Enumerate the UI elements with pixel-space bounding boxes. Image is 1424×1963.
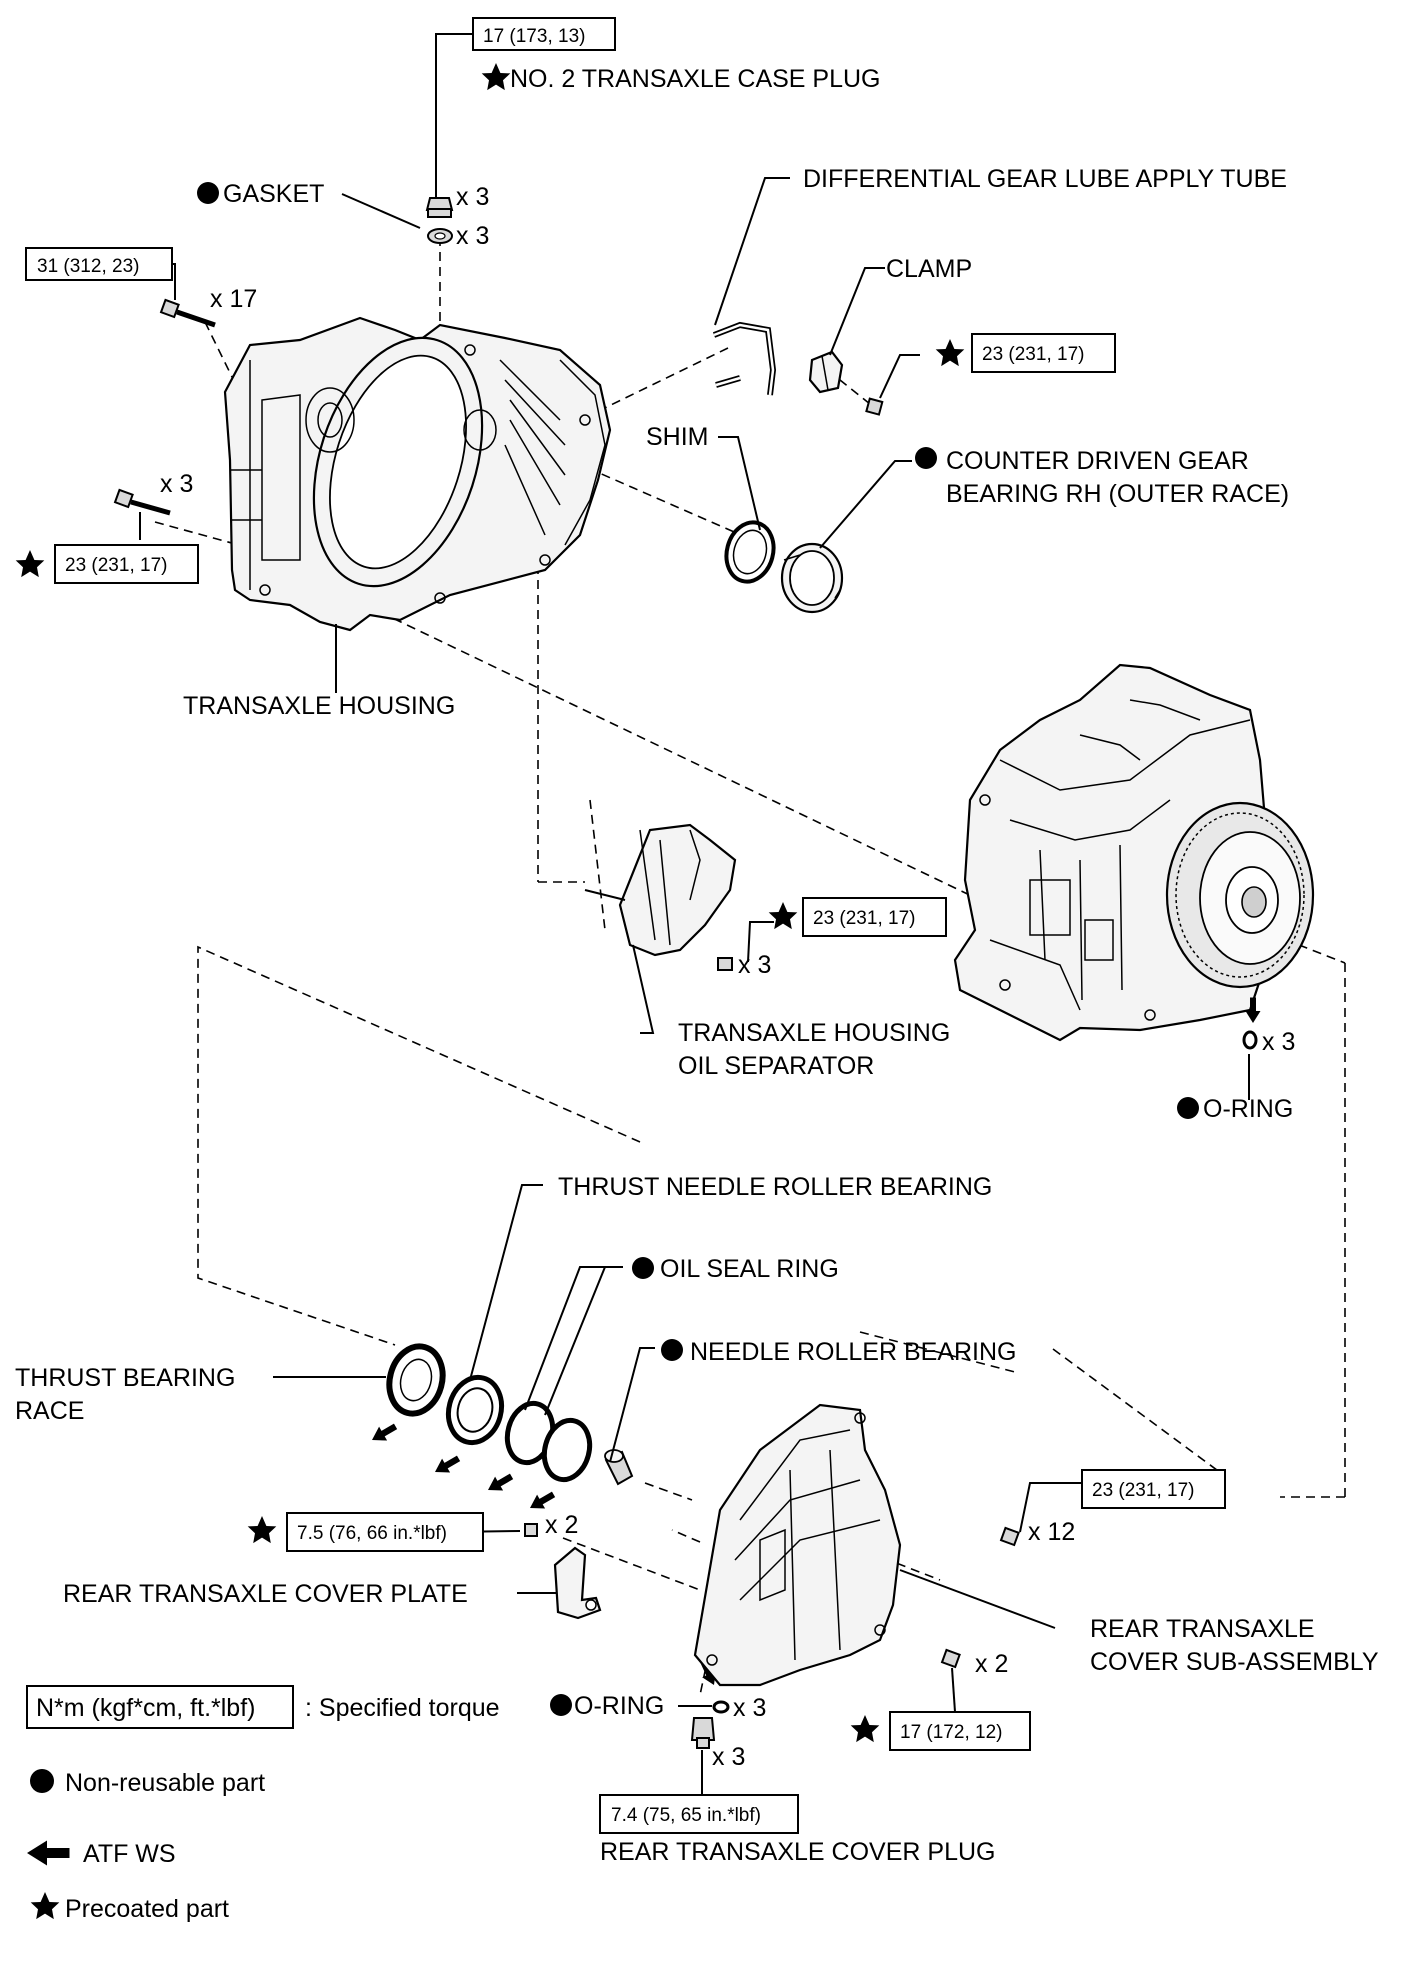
legend-atf-text: ATF WS [83, 1840, 176, 1868]
rear-transaxle-cover-plug-part [690, 1717, 716, 1749]
svg-text:23 (231, 17): 23 (231, 17) [982, 344, 1084, 365]
svg-text:7.5 (76, 66 in.*lbf): 7.5 (76, 66 in.*lbf) [297, 1523, 447, 1544]
needle-roller-bearing-part [604, 1449, 634, 1486]
rear-cover-bolt-2 [940, 1648, 961, 1669]
gasket-ring [427, 228, 453, 244]
thrust-bearing-race-part [386, 1343, 446, 1417]
torque-box-rear12: 23 (231, 17) [1081, 1469, 1226, 1509]
label-gasket: GASKET [223, 180, 324, 208]
no2-transaxle-case-plug [425, 197, 454, 218]
precoated-star-icon [30, 1892, 60, 1920]
transaxle-housing-part [223, 316, 612, 632]
svg-text:7.4 (75, 65 in.*lbf): 7.4 (75, 65 in.*lbf) [611, 1805, 761, 1826]
shim-part [724, 520, 776, 584]
qty-rear-plug: x 3 [712, 1743, 745, 1771]
svg-text:23 (231, 17): 23 (231, 17) [813, 908, 915, 929]
label-clamp: CLAMP [886, 255, 972, 283]
cover-plate-bolt [524, 1523, 538, 1537]
svg-text:31 (312, 23): 31 (312, 23) [37, 256, 139, 277]
non-reusable-dot-icons [197, 182, 1199, 1716]
label-counter-driven-gear-line2: BEARING RH (OUTER RACE) [946, 480, 1289, 508]
o-ring-lower-part [712, 1700, 730, 1714]
qty-rear-bolt-2: x 2 [975, 1650, 1008, 1678]
o-ring-upper-part [1242, 1030, 1258, 1050]
clamp-bolt [865, 397, 884, 416]
housing-bolt-top [159, 298, 216, 328]
svg-text:23 (231, 17): 23 (231, 17) [1092, 1480, 1194, 1501]
label-oil-separator-line2: OIL SEPARATOR [678, 1052, 874, 1080]
qty-o-ring-lower: x 3 [733, 1694, 766, 1722]
alignment-lines [154, 237, 1346, 1696]
qty-bolt-top: x 17 [210, 285, 257, 313]
oil-seal-ring-2 [541, 1417, 593, 1483]
svg-text:23 (231, 17): 23 (231, 17) [65, 555, 167, 576]
rear-transaxle-cover-plate-part [553, 1546, 602, 1620]
rear-cover-bolt-12 [999, 1526, 1020, 1547]
transaxle-case-part [953, 663, 1315, 1042]
qty-oil-separator-bolt: x 3 [738, 951, 771, 979]
counter-driven-gear-bearing-outer-race [780, 542, 844, 614]
legend-torque: N*m (kgf*cm, ft.*lbf) : Specified torque [26, 1685, 500, 1729]
label-rear-cover-line2: COVER SUB-ASSEMBLY [1090, 1648, 1379, 1676]
label-counter-driven-gear-line1: COUNTER DRIVEN GEAR [946, 447, 1249, 475]
legend-precoated: Precoated part [30, 1892, 229, 1923]
legend-torque-desc: : Specified torque [305, 1694, 500, 1722]
label-thrust-bearing-race-line2: RACE [15, 1397, 84, 1425]
label-differential-gear-lube-apply-tube: DIFFERENTIAL GEAR LUBE APPLY TUBE [803, 165, 1287, 193]
label-no2-transaxle-case-plug: NO. 2 TRANSAXLE CASE PLUG [510, 65, 881, 93]
qty-plate-bolt: x 2 [545, 1511, 578, 1539]
torque-box-rear2: 17 (172, 12) [889, 1711, 1031, 1751]
svg-text:17 (172, 12): 17 (172, 12) [900, 1722, 1002, 1743]
label-rear-transaxle-cover-plate: REAR TRANSAXLE COVER PLATE [63, 1580, 468, 1608]
label-o-ring-upper: O-RING [1203, 1095, 1293, 1123]
thrust-needle-roller-bearing-part [445, 1374, 505, 1446]
legend-non-reusable-text: Non-reusable part [65, 1769, 265, 1797]
qty-gasket: x 3 [456, 222, 489, 250]
label-rear-transaxle-cover-plug: REAR TRANSAXLE COVER PLUG [600, 1838, 995, 1866]
qty-bolt-left: x 3 [160, 470, 193, 498]
non-reusable-dot-icon [30, 1769, 54, 1793]
label-oil-seal-ring: OIL SEAL RING [660, 1255, 839, 1283]
label-transaxle-housing: TRANSAXLE HOUSING [183, 692, 455, 720]
label-shim: SHIM [646, 423, 709, 451]
torque-box-rear-plug: 7.4 (75, 65 in.*lbf) [599, 1794, 799, 1834]
label-rear-cover-line1: REAR TRANSAXLE [1090, 1615, 1315, 1643]
torque-box-clamp-bolt: 23 (231, 17) [971, 333, 1116, 373]
torque-box-plate: 7.5 (76, 66 in.*lbf) [286, 1512, 484, 1552]
leader-lines [139, 33, 1250, 1800]
clamp-part [808, 350, 844, 394]
oil-separator-bolt [717, 957, 733, 971]
qty-o-ring-upper: x 3 [1262, 1028, 1295, 1056]
torque-box-oil-separator: 23 (231, 17) [802, 897, 947, 937]
torque-box-bolt-left: 23 (231, 17) [54, 544, 199, 584]
label-o-ring-lower: O-RING [574, 1692, 664, 1720]
housing-bolt-left [113, 488, 171, 516]
legend-torque-box-text: N*m (kgf*cm, ft.*lbf) [36, 1694, 255, 1722]
legend-precoated-text: Precoated part [65, 1895, 229, 1923]
label-thrust-bearing-race-line1: THRUST BEARING [15, 1364, 235, 1392]
transaxle-housing-oil-separator-part [584, 823, 737, 957]
svg-text:17 (173, 13): 17 (173, 13) [483, 26, 585, 47]
qty-plug: x 3 [456, 183, 489, 211]
rear-transaxle-cover-part [693, 1403, 902, 1687]
legend-non-reusable: Non-reusable part [30, 1769, 265, 1797]
torque-box-bolt-top: 31 (312, 23) [25, 247, 173, 281]
atf-arrow-icon [27, 1840, 70, 1866]
torque-box-plug: 17 (173, 13) [472, 17, 616, 51]
label-thrust-needle-roller-bearing: THRUST NEEDLE ROLLER BEARING [558, 1173, 992, 1201]
label-oil-separator-line1: TRANSAXLE HOUSING [678, 1019, 950, 1047]
differential-gear-lube-apply-tube-part [712, 321, 777, 396]
legend-atf: ATF WS [27, 1840, 176, 1868]
label-needle-roller-bearing: NEEDLE ROLLER BEARING [690, 1338, 1017, 1366]
qty-rear-bolt-12: x 12 [1028, 1518, 1075, 1546]
legend: N*m (kgf*cm, ft.*lbf) : Specified torque… [26, 1685, 500, 1923]
